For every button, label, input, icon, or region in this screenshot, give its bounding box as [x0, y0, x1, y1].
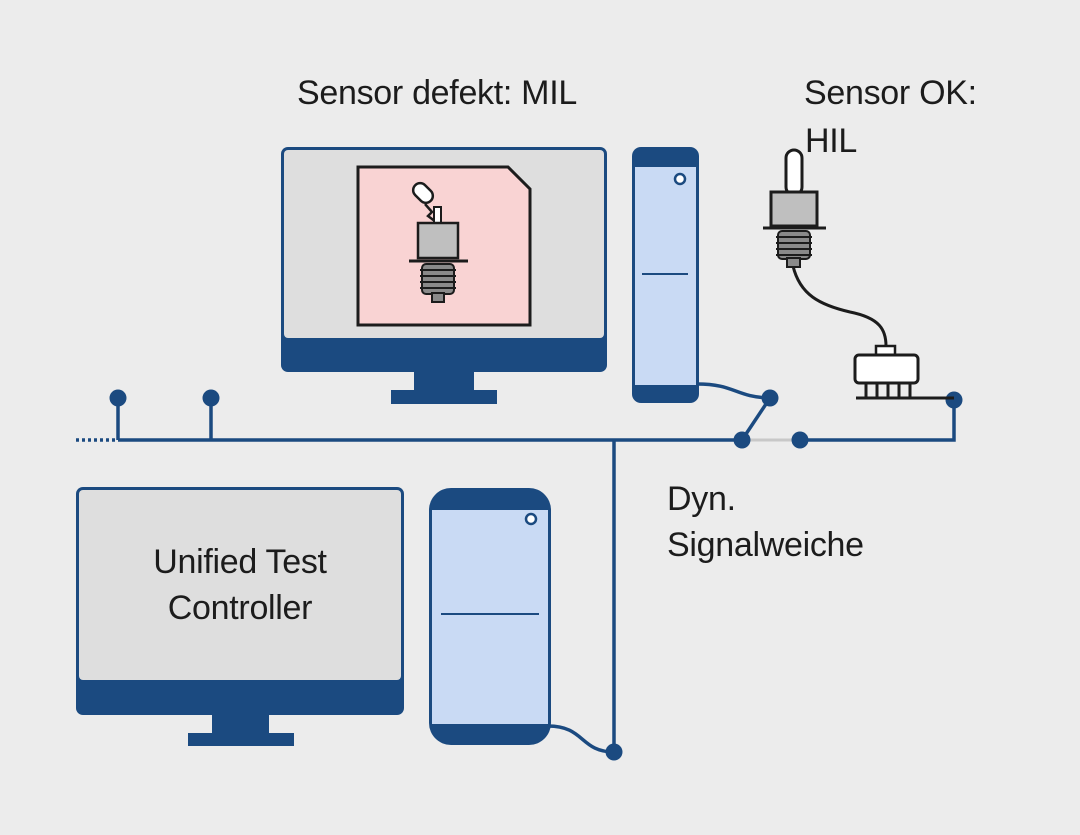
hil-label-line1: Sensor OK: — [804, 74, 977, 112]
sensor-cable — [791, 265, 888, 347]
bus-nodes — [109, 389, 963, 761]
connector-icon — [853, 344, 954, 400]
mil-label: Sensor defekt: MIL — [297, 74, 577, 112]
hil-label-line2: HIL — [805, 122, 858, 160]
physical-sensor-icon — [763, 148, 826, 268]
switch-label-line1: Dyn. — [667, 480, 736, 518]
bus-node-icon — [202, 389, 220, 407]
utc-tower-icon — [429, 488, 551, 745]
mil-tower-cable — [696, 382, 771, 400]
bus-node-icon — [761, 389, 779, 407]
bus-node-icon — [109, 389, 127, 407]
bus-node-icon — [733, 431, 751, 449]
defect-sensor-icon — [409, 181, 468, 303]
bus-node-icon — [945, 391, 963, 409]
bus-node-icon — [605, 743, 623, 761]
utc-label-line2: Controller — [167, 589, 313, 627]
bus-node-icon — [791, 431, 809, 449]
utc-tower-cable — [547, 724, 615, 754]
utc-monitor-icon — [76, 487, 404, 746]
switch-label-line2: Signalweiche — [667, 526, 864, 564]
mil-tower-icon — [632, 147, 699, 403]
utc-label-line1: Unified Test — [153, 543, 327, 581]
bus-right-segment — [800, 400, 956, 442]
